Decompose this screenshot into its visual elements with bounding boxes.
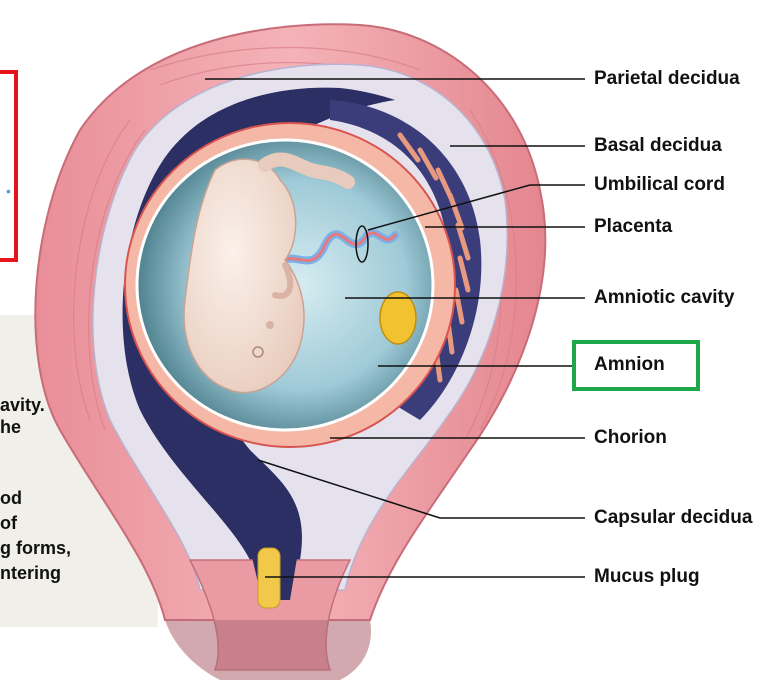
mucus-plug-shape bbox=[257, 547, 281, 609]
label-amniotic-cavity: Amniotic cavity bbox=[594, 287, 735, 308]
red-highlight-box bbox=[0, 70, 18, 262]
label-parietal-decidua: Parietal decidua bbox=[594, 68, 740, 89]
panel-text-fragment: ntering bbox=[0, 563, 61, 583]
vaginal-wall bbox=[165, 620, 371, 680]
label-chorion: Chorion bbox=[594, 427, 667, 448]
panel-text-fragment: od bbox=[0, 488, 22, 508]
yolk-sac bbox=[379, 291, 417, 345]
label-placenta: Placenta bbox=[594, 216, 673, 237]
green-highlight-box bbox=[572, 340, 700, 391]
label-amnion: Amnion bbox=[594, 354, 665, 375]
label-mucus-plug: Mucus plug bbox=[594, 566, 700, 587]
cord-section-marker bbox=[355, 225, 369, 263]
panel-fragment-mark: • bbox=[6, 183, 11, 199]
leader-lines bbox=[205, 78, 585, 578]
umbilical-vessel bbox=[270, 231, 397, 274]
embryo bbox=[183, 152, 355, 394]
label-umbilical-cord: Umbilical cord bbox=[594, 174, 725, 195]
placental-villi bbox=[397, 132, 471, 383]
label-capsular-decidua: Capsular decidua bbox=[594, 507, 753, 528]
panel-text-fragment: of bbox=[0, 513, 17, 533]
panel-text-fragment: he bbox=[0, 417, 22, 437]
panel-text-fragment: avity. bbox=[0, 395, 45, 415]
label-basal-decidua: Basal decidua bbox=[594, 135, 722, 156]
panel-text-fragment: g forms, bbox=[0, 538, 72, 558]
